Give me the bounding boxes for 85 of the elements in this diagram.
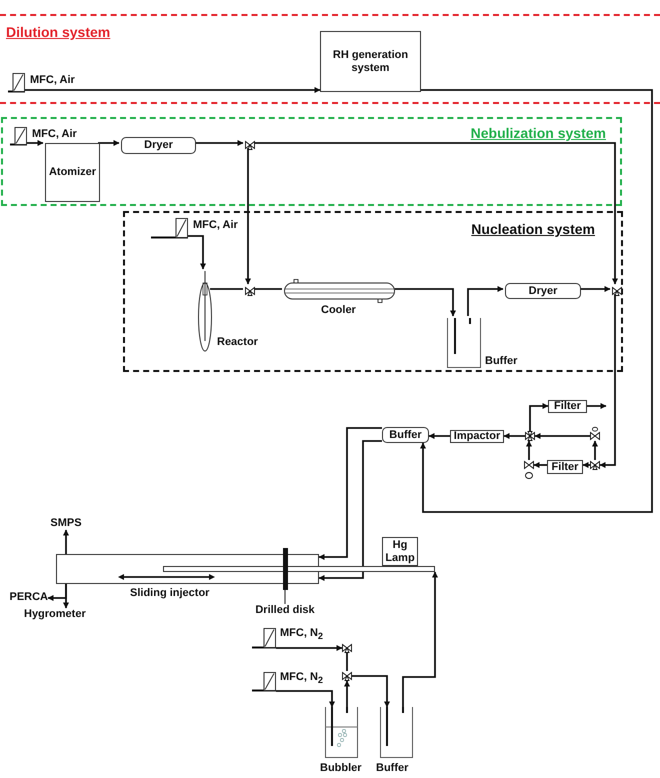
equipment-box: Impactor: [450, 430, 504, 443]
pipe-line: [346, 653, 348, 671]
leader-line: [284, 590, 286, 604]
pipe-line: [253, 288, 282, 290]
flow-arrow: [194, 140, 244, 146]
buffer-jar: [380, 707, 413, 758]
mfc-symbol: [252, 628, 276, 648]
flow-arrow: [529, 403, 548, 431]
flow-arrow: [534, 433, 590, 439]
flow-arrow: [253, 142, 618, 284]
cooler-drawing: [284, 279, 395, 303]
flow-arrow: [592, 440, 598, 460]
valve-icon: [245, 286, 255, 296]
flow-arrow: [318, 440, 382, 581]
flow-arrow: [276, 645, 342, 651]
equipment-label: MFC, N$_{2}$: [280, 671, 323, 688]
flow-arrow: [63, 530, 69, 554]
equipment-box: RH generation system: [320, 31, 421, 92]
disk-bar: [283, 548, 288, 590]
flow-arrow: [504, 433, 525, 439]
section-title: Dilution system: [6, 24, 110, 41]
flow-arrow: [420, 89, 653, 513]
valve-icon: [342, 643, 352, 653]
pipe-line: [210, 288, 243, 290]
section-title: Nebulization system: [470, 125, 606, 142]
flow-arrow: [25, 87, 320, 93]
flow-arrow: [467, 286, 504, 316]
equipment-box: Filter: [547, 460, 583, 474]
instrument-label: SMPS: [46, 517, 86, 530]
equipment-label: MFC, Air: [193, 219, 238, 232]
instrument-label: PERCA: [6, 591, 48, 604]
dashed-region: [0, 14, 660, 104]
flow-arrow: [186, 235, 206, 270]
valve-icon: [525, 431, 535, 441]
equipment-box: Dryer: [505, 283, 581, 299]
flow-arrow: [582, 462, 590, 468]
instrument-label: Drilled disk: [248, 604, 322, 617]
dashed-region: [123, 211, 623, 372]
instrument-label: Hygrometer: [24, 608, 96, 621]
flow-arrow: [318, 427, 382, 560]
flow-arrow: [245, 148, 251, 284]
reactor-tube: [198, 271, 212, 352]
equipment-box: Dryer: [121, 137, 196, 154]
equipment-box: Atomizer: [45, 143, 100, 202]
equipment-label: Cooler: [321, 304, 356, 317]
equipment-label: Buffer: [376, 762, 408, 775]
flow-arrow: [600, 294, 616, 468]
flow-arrow: [534, 462, 547, 468]
flow-arrow: [276, 690, 335, 708]
flow-arrow: [25, 140, 44, 146]
valve-icon: [245, 140, 255, 150]
valve-icon: [612, 286, 622, 296]
valve-icon: [524, 460, 534, 480]
valve-icon: [590, 460, 600, 470]
part-label: Sliding injector: [130, 587, 210, 600]
flow-arrow: [63, 584, 69, 608]
equipment-label: Bubbler: [320, 762, 362, 775]
bubbler-jar: [325, 707, 358, 758]
flow-arrow: [402, 572, 438, 707]
flow-arrow: [579, 286, 610, 292]
equipment-box: Hg Lamp: [382, 537, 418, 566]
mfc-symbol: [8, 73, 25, 92]
equipment-label: MFC, N$_{2}$: [280, 627, 323, 644]
valve-icon: [342, 671, 352, 681]
valve-icon: [590, 427, 600, 441]
equipment-label: MFC, Air: [30, 74, 75, 87]
equipment-box: Buffer: [382, 427, 429, 443]
mfc-symbol: [151, 218, 188, 238]
flow-arrow: [587, 403, 606, 409]
flow-arrow: [98, 140, 120, 146]
section-title: Nucleation system: [471, 221, 595, 238]
dashed-region: [1, 117, 622, 206]
flow-arrow: [352, 675, 390, 708]
flow-arrow: [393, 288, 456, 316]
equipment-label: Buffer: [485, 355, 518, 368]
buffer-jar: [447, 318, 481, 368]
injector-tube: [163, 566, 435, 572]
equipment-label: MFC, Air: [32, 128, 77, 141]
flow-arrow: [526, 440, 532, 460]
mfc-symbol: [252, 672, 276, 691]
equipment-label: Reactor: [217, 336, 258, 349]
mfc-symbol: [10, 127, 27, 145]
flow-arrow: [344, 680, 350, 707]
equipment-box: Filter: [548, 400, 587, 413]
flow-arrow: [428, 433, 450, 439]
